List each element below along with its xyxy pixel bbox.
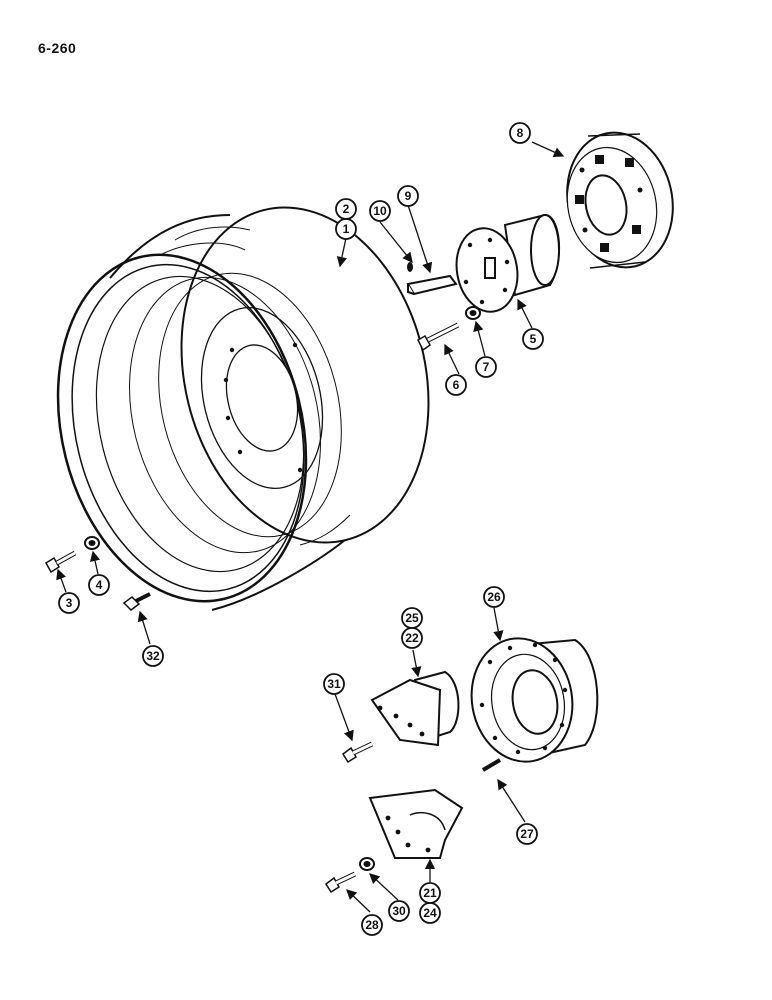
bolt-28	[324, 871, 357, 894]
callout-24: 24	[419, 902, 441, 924]
svg-text:27: 27	[520, 827, 534, 841]
svg-text:22: 22	[405, 631, 419, 645]
callout-10: 10	[369, 200, 391, 222]
svg-text:2: 2	[343, 202, 350, 216]
svg-text:28: 28	[365, 918, 379, 932]
callout-22: 22	[401, 627, 423, 649]
callout-21: 21	[419, 882, 441, 904]
leader-lines	[56, 141, 565, 913]
callout-25: 25	[401, 607, 423, 629]
callout-2: 2	[335, 198, 357, 220]
callout-8: 8	[509, 122, 531, 144]
washer-30	[359, 857, 375, 871]
svg-text:9: 9	[405, 189, 412, 203]
callout-27: 27	[516, 823, 538, 845]
callout-26: 26	[483, 586, 505, 608]
svg-text:26: 26	[487, 590, 501, 604]
callout-9: 9	[397, 185, 419, 207]
hub-26	[470, 637, 599, 763]
callout-31: 31	[323, 673, 345, 695]
bolt-6	[417, 322, 460, 352]
callout-4: 4	[88, 574, 110, 596]
svg-text:31: 31	[327, 677, 341, 691]
washer-7	[465, 306, 481, 320]
callout-5: 5	[522, 328, 544, 350]
clamp-half-22-25	[370, 670, 460, 747]
hub-adapter-5	[455, 213, 561, 313]
svg-text:3: 3	[66, 596, 73, 610]
wheel-rim	[56, 206, 430, 611]
callout-3: 3	[58, 592, 80, 614]
svg-text:1: 1	[343, 222, 350, 236]
svg-text:4: 4	[96, 578, 103, 592]
bolt-3	[44, 550, 77, 574]
svg-text:7: 7	[483, 360, 490, 374]
svg-text:24: 24	[423, 906, 437, 920]
nut-32	[122, 592, 151, 611]
svg-text:6: 6	[453, 378, 460, 392]
page-number: 6-260	[38, 40, 77, 56]
svg-text:5: 5	[530, 332, 537, 346]
callout-28: 28	[361, 914, 383, 936]
callout-7: 7	[475, 356, 497, 378]
clamp-half-21-24	[368, 788, 464, 859]
callout-6: 6	[445, 374, 467, 396]
svg-text:21: 21	[423, 886, 437, 900]
callout-30: 30	[388, 900, 410, 922]
callout-1: 1	[335, 218, 357, 240]
bolt-31	[341, 741, 374, 764]
washer-4	[84, 536, 100, 550]
svg-text:8: 8	[517, 126, 524, 140]
hub-flange-8	[566, 131, 674, 269]
stud-27	[481, 758, 502, 772]
key-9	[406, 274, 458, 296]
pin-10	[407, 262, 413, 272]
svg-text:32: 32	[146, 649, 160, 663]
svg-text:30: 30	[392, 904, 406, 918]
svg-text:10: 10	[373, 204, 387, 218]
svg-text:25: 25	[405, 611, 419, 625]
callout-32: 32	[142, 645, 164, 667]
